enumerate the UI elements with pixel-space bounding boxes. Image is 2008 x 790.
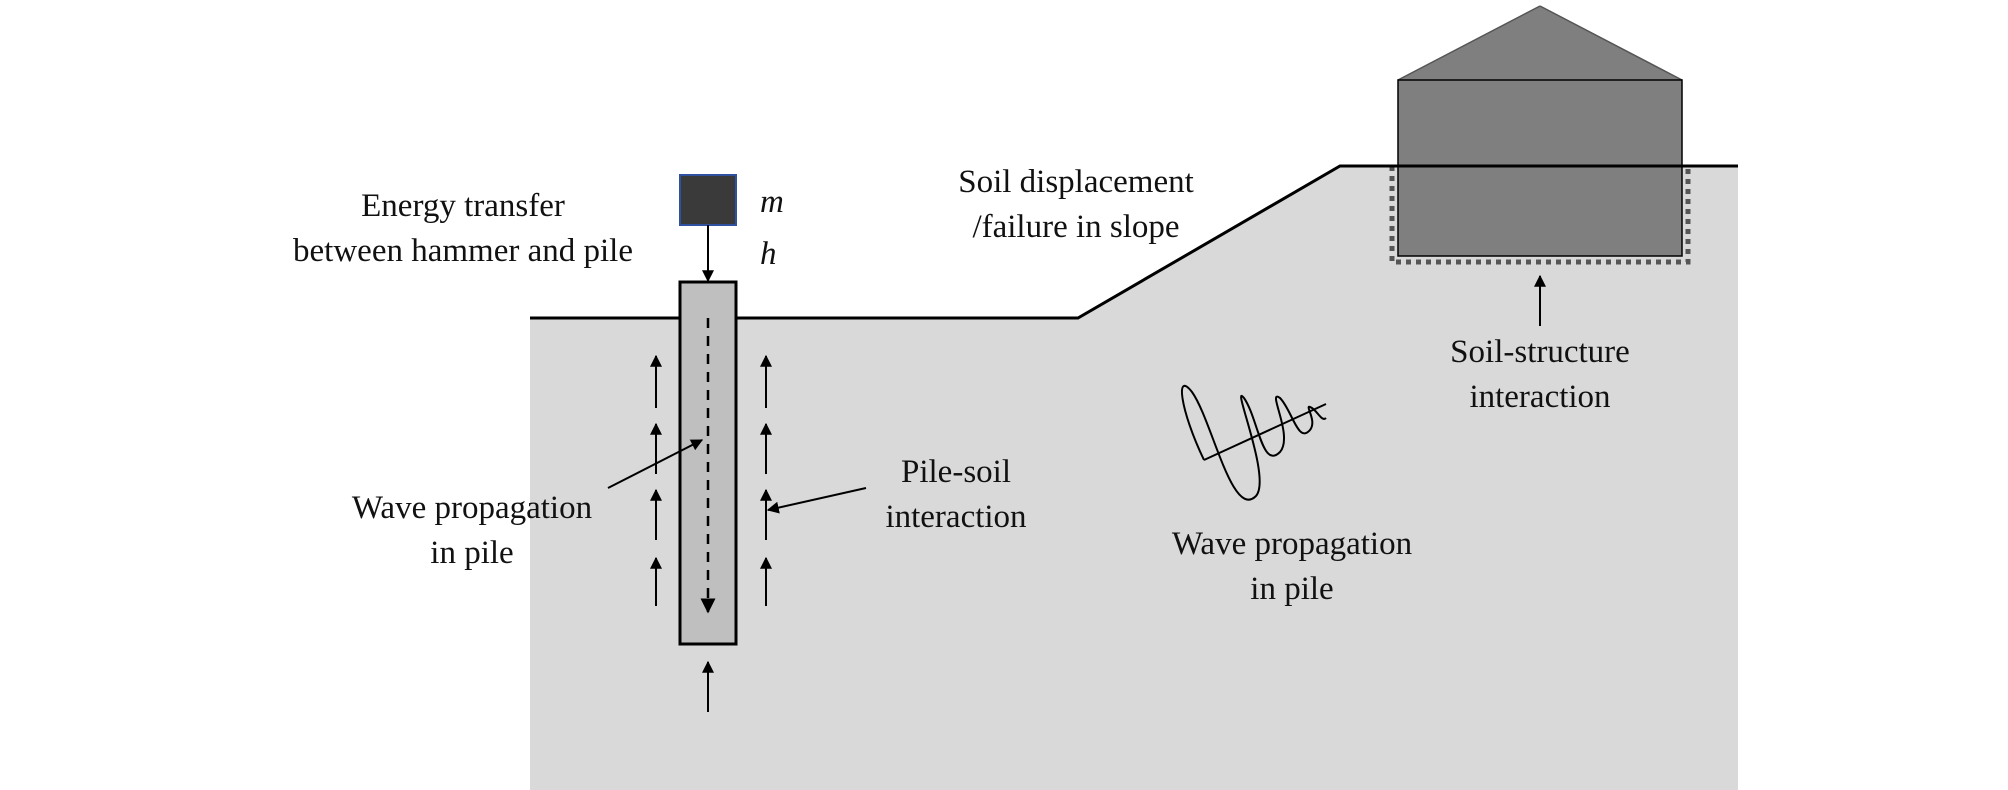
energy-transfer-label-line2: between hammer and pile: [293, 233, 633, 269]
ssi-label-line2: interaction: [1469, 379, 1611, 415]
energy-transfer-label-line1: Energy transfer: [361, 188, 565, 224]
pile-wave-label-line2: in pile: [430, 535, 514, 571]
building-body: [1397, 79, 1683, 257]
roof-edge-right: [1539, 5, 1683, 81]
pile-soil-label-line1: Pile-soil: [900, 454, 1012, 490]
height-symbol: h: [760, 236, 777, 272]
foundation-outline: [1389, 166, 1691, 265]
ground-wave-label-line1: Wave propagation: [1171, 526, 1413, 562]
ground-wave-squiggle: [1180, 384, 1327, 501]
pile-wave-leader: [607, 439, 704, 489]
ssi-label-line1: Soil-structure: [1450, 334, 1630, 370]
roof-edge-left: [1397, 5, 1541, 81]
mass-symbol: m: [760, 184, 784, 220]
pile-soil-label-line2: interaction: [885, 499, 1027, 535]
hammer-mass: [679, 174, 737, 226]
building-roof: [1398, 6, 1682, 80]
pile-soil-leader: [766, 487, 867, 514]
soil-ground: [530, 166, 1738, 790]
ground-wave-label-line2: in pile: [1250, 571, 1334, 607]
slope-label-line1: Soil displacement: [958, 164, 1194, 200]
pile-wave-label-line1: Wave propagation: [351, 490, 593, 526]
slope-label-line2: /failure in slope: [972, 209, 1180, 245]
